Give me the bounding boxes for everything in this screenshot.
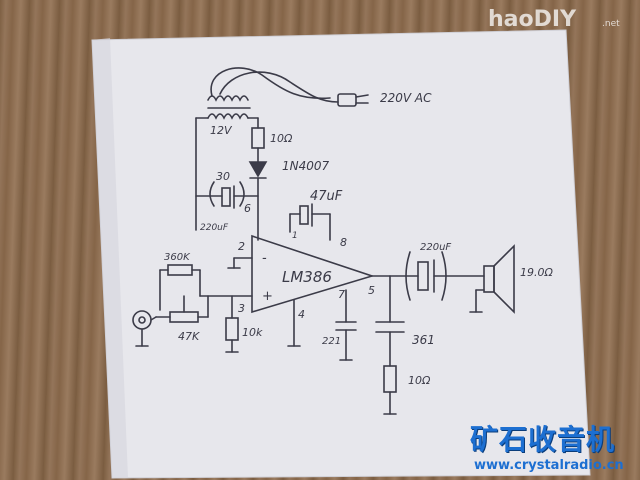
- label-speaker: 19.0Ω: [520, 266, 553, 279]
- label-pin-3: 3: [238, 302, 245, 315]
- label-mains: 220V AC: [380, 91, 432, 105]
- label-cap-pin7: 221: [322, 336, 341, 347]
- site-logo-suffix: .net: [602, 19, 620, 29]
- label-cap-output: 220uF: [420, 242, 451, 253]
- label-cap-gain: 47uF: [310, 189, 343, 204]
- label-pot: 47K: [178, 330, 200, 343]
- label-minus-input: -: [262, 251, 267, 266]
- label-pin-2: 2: [238, 240, 245, 253]
- label-res-feedback: 360K: [164, 252, 191, 263]
- site-logo-watermark: haoDIY .net: [488, 7, 620, 32]
- label-plus-input: +: [262, 289, 273, 304]
- label-res-input: 10k: [242, 326, 263, 339]
- label-chip: LM386: [282, 268, 332, 286]
- mains-cord: [210, 67, 331, 100]
- label-pin-6: 6: [244, 202, 251, 215]
- label-pin-5: 5: [368, 284, 375, 297]
- gain-capacitor: [299, 205, 309, 225]
- label-pin-4: 4: [298, 308, 305, 321]
- transformer-secondary: [207, 113, 249, 120]
- site-logo-text: haoDIY: [488, 7, 577, 32]
- label-cap-supply-2: 220uF: [200, 223, 229, 233]
- label-diode: 1N4007: [282, 159, 330, 173]
- plug: [337, 93, 357, 107]
- supply-capacitor: [221, 187, 231, 207]
- mains-cord-2: [219, 71, 339, 103]
- diode: [248, 161, 268, 178]
- lm386-chip: [251, 234, 375, 314]
- label-transformer: 12V: [210, 124, 233, 137]
- url-watermark: www.crystalradio.cn: [474, 458, 624, 473]
- output-capacitor: [417, 261, 429, 291]
- label-res-zobel: 10Ω: [408, 374, 431, 387]
- paper-shadow: [92, 38, 128, 478]
- chinese-title-watermark: 矿石收音机: [470, 423, 616, 456]
- label-pin-1: 1: [292, 231, 298, 241]
- transformer-primary: [207, 95, 249, 102]
- label-cap-supply: 30: [216, 170, 230, 183]
- label-cap-output-filter: 361: [412, 333, 435, 347]
- label-pin-7: 7: [338, 288, 345, 301]
- label-resistor-supply: 10Ω: [270, 132, 293, 145]
- label-pin-8: 8: [340, 236, 347, 249]
